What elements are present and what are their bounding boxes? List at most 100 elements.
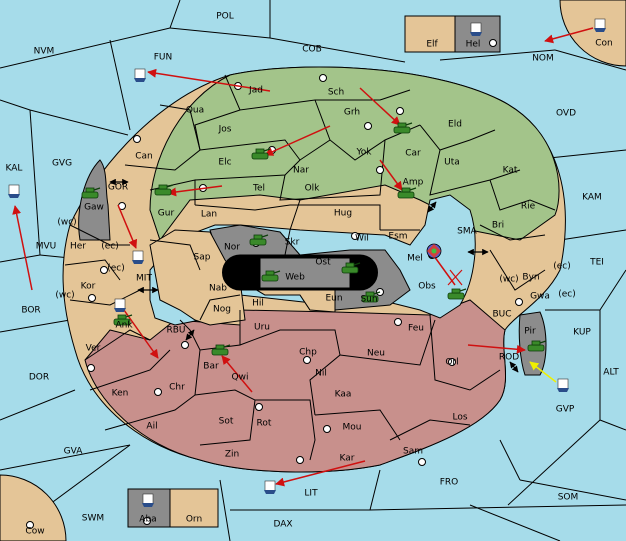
fleet-unit-mit[interactable] [131, 250, 145, 265]
region-web [259, 257, 351, 289]
order-arrows [12, 27, 594, 487]
fleet-unit-aba[interactable] [141, 493, 155, 508]
label-rie: Rie [521, 202, 536, 212]
label-wc3: (wc) [499, 275, 518, 285]
label-rbu: RBU [166, 326, 185, 336]
label-wc1: (wc) [57, 218, 76, 228]
box-elf [404, 15, 456, 53]
label-nom: NOM [532, 54, 554, 64]
supply-centers [26, 39, 523, 529]
label-mvu: MVU [36, 242, 57, 252]
label-byn: Byn [522, 273, 539, 283]
label-tei: TEI [589, 258, 604, 268]
region-green-north [149, 66, 560, 242]
label-cob: COB [302, 45, 322, 55]
label-ec1: (ec) [101, 242, 119, 252]
label-kaa: Kaa [335, 390, 352, 400]
label-kor: Kor [81, 282, 96, 292]
label-cow: Cow [25, 527, 44, 537]
region-labels: POL NVM FUN COB Elf Hel Con NOM OVD KAL … [6, 12, 620, 537]
label-gor: GOR [108, 183, 128, 193]
label-eld: Eld [448, 120, 462, 130]
fleet-unit-kal[interactable] [7, 184, 21, 199]
label-olk: Olk [305, 184, 321, 194]
label-web: Web [285, 273, 305, 283]
fleet-unit-hel[interactable] [469, 22, 483, 37]
label-bar: Bar [203, 362, 219, 372]
label-ail: Ail [146, 422, 157, 432]
label-gvp: GVP [556, 405, 575, 415]
label-chp: Chp [299, 348, 317, 358]
label-elf: Elf [426, 40, 438, 50]
label-eun: Eun [325, 294, 342, 304]
label-can: Can [135, 152, 153, 162]
label-zin: Zin [225, 450, 239, 460]
label-yok: Yok [355, 148, 372, 158]
label-ken: Ken [112, 389, 129, 399]
label-lit: LIT [304, 489, 318, 499]
label-fun: FUN [154, 53, 173, 63]
label-tel: Tel [252, 184, 265, 194]
label-pol: POL [216, 12, 234, 22]
box-orn [169, 488, 219, 528]
island-con [559, 0, 626, 67]
label-buc: BUC [492, 310, 511, 320]
island-cow [0, 474, 67, 541]
label-jos: Jos [218, 125, 232, 135]
fleet-unit-ank[interactable] [113, 298, 127, 313]
label-mit: MIT [136, 274, 152, 284]
label-nab: Nab [209, 284, 227, 294]
label-hug: Hug [334, 209, 352, 219]
label-sma: SMA [457, 227, 477, 237]
fleet-unit-con[interactable] [593, 18, 607, 33]
peninsula-gaw [78, 159, 111, 241]
label-gva: GVA [64, 447, 84, 457]
label-nar: Nar [293, 166, 309, 176]
fleet-unit-gvp[interactable] [556, 378, 570, 393]
label-ec4: (ec) [558, 290, 576, 300]
label-sot: Sot [219, 417, 234, 427]
label-nil: Nil [315, 369, 327, 379]
label-swm: SWM [82, 514, 104, 524]
region-red-south [84, 299, 507, 473]
label-nog: Nog [213, 305, 231, 315]
label-uta: Uta [444, 158, 460, 168]
fleet-unit-fun[interactable] [133, 68, 147, 83]
label-los: Los [452, 413, 467, 423]
label-mou: Mou [343, 423, 362, 433]
label-sun: Sun [360, 295, 377, 305]
label-her: Her [70, 242, 86, 252]
label-gwa: Gwa [530, 292, 550, 302]
label-esm: Esm [388, 232, 407, 242]
label-som: SOM [558, 493, 579, 503]
label-fro: FRO [440, 478, 459, 488]
label-obs: Obs [418, 282, 436, 292]
region-tan-inner [149, 229, 246, 326]
label-bri: Bri [492, 221, 504, 231]
label-grh: Grh [344, 108, 360, 118]
label-neu: Neu [367, 349, 385, 359]
label-rod: ROD [499, 353, 519, 363]
label-lan: Lan [201, 210, 217, 220]
label-ank: Ank [115, 321, 133, 331]
label-elc: Elc [218, 158, 231, 168]
label-dax: DAX [273, 520, 292, 530]
label-skr: Skr [285, 238, 300, 248]
label-kam: KAM [582, 193, 602, 203]
label-wc2: (wc) [55, 291, 74, 301]
label-aba: Aba [139, 515, 156, 525]
fleet-unit-lit[interactable] [263, 480, 277, 495]
label-chr: Chr [169, 383, 185, 393]
label-sch: Sch [328, 88, 344, 98]
label-rot: Rot [257, 419, 272, 429]
label-nvm: NVM [34, 47, 55, 57]
label-amp: Amp [403, 178, 424, 188]
label-uru: Uru [254, 323, 270, 333]
mel-target-icon [426, 243, 442, 259]
label-mel: Mel [407, 254, 423, 264]
label-con: Con [595, 39, 613, 49]
label-orl: Orl [445, 358, 458, 368]
label-gvg: GVG [52, 159, 72, 169]
